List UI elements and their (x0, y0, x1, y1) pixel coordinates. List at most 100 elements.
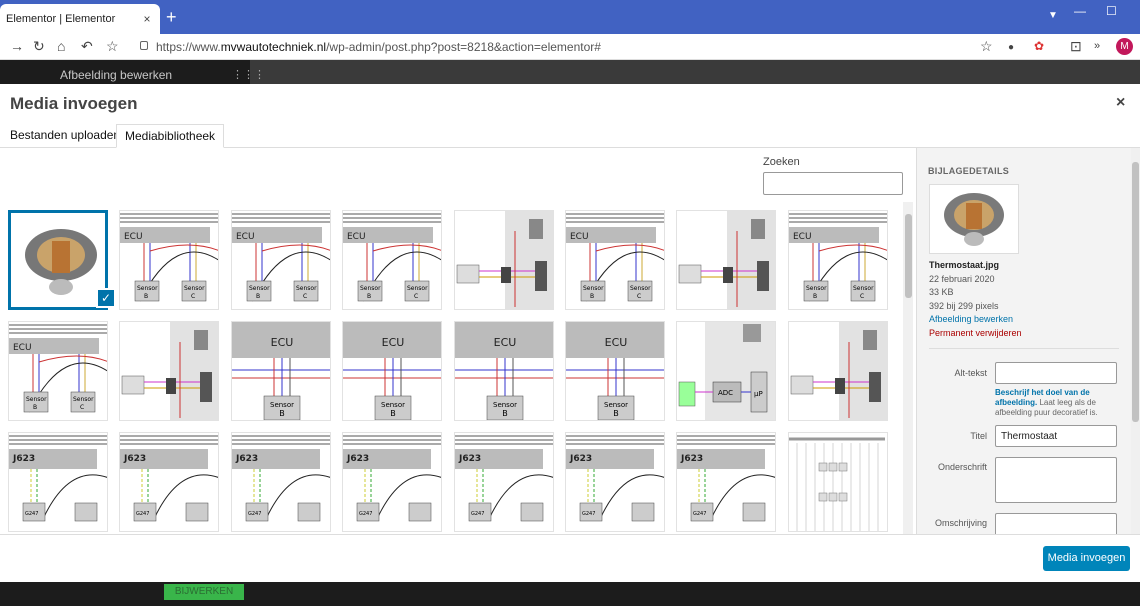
update-button[interactable]: BIJWERKEN (164, 584, 244, 600)
bookmark-page-icon[interactable]: ☆ (980, 38, 993, 54)
caption-label: Onderschrift (937, 462, 987, 472)
svg-text:Sensor: Sensor (26, 396, 47, 403)
bookmark-star-icon[interactable]: ☆ (106, 38, 119, 54)
browser-toolbar: → ↻ ⌂ ↶ ☆ https://www.mvwautotechniek.nl… (0, 34, 1140, 60)
grid-scrollbar-thumb[interactable] (905, 214, 912, 298)
description-field[interactable] (995, 513, 1117, 534)
svg-text:G247: G247 (248, 511, 261, 517)
caption-field[interactable] (995, 457, 1117, 503)
media-thumbnail[interactable] (676, 210, 777, 310)
svg-text:B: B (256, 293, 260, 300)
avatar[interactable]: M (1116, 38, 1133, 55)
svg-text:B: B (613, 409, 619, 418)
details-divider (929, 348, 1119, 349)
alt-text-field[interactable] (995, 362, 1117, 384)
tab-close-icon[interactable]: × (143, 12, 151, 26)
title-label: Titel (970, 431, 987, 441)
close-icon[interactable]: × (1116, 94, 1126, 111)
media-thumbnail[interactable] (119, 321, 220, 421)
svg-text:µP: µP (754, 390, 763, 398)
media-modal: Media invoegen × Bestanden uploaden Medi… (0, 84, 1140, 582)
address-bar[interactable]: https://www.mvwautotechniek.nl/wp-admin/… (156, 40, 601, 54)
delete-permanently-link[interactable]: Permanent verwijderen (929, 328, 1022, 338)
svg-text:J623: J623 (680, 454, 703, 464)
maximize-icon[interactable]: ☐ (1106, 4, 1117, 18)
media-thumbnail[interactable] (8, 210, 108, 310)
tab-media-library[interactable]: Mediabibliotheek (116, 124, 225, 148)
svg-text:B: B (590, 293, 594, 300)
tab-dropdown-icon[interactable]: ▼ (1048, 10, 1058, 21)
svg-text:Sensor: Sensor (296, 285, 317, 292)
minimize-icon[interactable]: — (1074, 4, 1086, 18)
alt-text-help-link[interactable]: Beschrijf het doel van de afbeelding. (995, 388, 1090, 407)
details-scrollbar-thumb[interactable] (1132, 162, 1139, 422)
search-input[interactable] (763, 172, 903, 195)
title-field[interactable] (995, 425, 1117, 447)
color-extension-icon[interactable]: ✿ (1034, 39, 1045, 53)
browser-tab-title: Elementor | Elementor (6, 13, 116, 25)
media-thumbnail[interactable]: ADC µP (676, 321, 777, 421)
new-tab-icon[interactable]: + (166, 7, 177, 27)
undo-icon[interactable]: ↶ (81, 38, 93, 54)
svg-text:ECU: ECU (236, 232, 255, 242)
svg-text:J623: J623 (123, 454, 146, 464)
svg-text:ECU: ECU (605, 336, 628, 349)
checkmark-icon[interactable]: ✓ (96, 288, 116, 308)
svg-text:Sensor: Sensor (73, 396, 94, 403)
thermostat-image (944, 193, 1004, 246)
extension-icon[interactable]: ● (1008, 42, 1015, 53)
svg-text:ECU: ECU (347, 232, 366, 242)
elementor-panel-header: Afbeelding bewerken ⋮⋮⋮ (0, 60, 265, 84)
media-thumbnail[interactable] (453, 210, 554, 310)
chevron-down-icon[interactable]: » (1094, 40, 1101, 52)
details-heading: BIJLAGEDETAILS (928, 166, 1010, 176)
tab-upload-files[interactable]: Bestanden uploaden (10, 128, 121, 142)
svg-text:ADC: ADC (718, 389, 733, 397)
svg-text:C: C (637, 293, 641, 300)
svg-text:B: B (367, 293, 371, 300)
edit-image-link[interactable]: Afbeelding bewerken (929, 314, 1014, 324)
media-thumbnail[interactable] (787, 432, 888, 532)
reload-icon[interactable]: ↻ (33, 38, 45, 54)
svg-text:G247: G247 (471, 511, 484, 517)
svg-text:C: C (191, 293, 195, 300)
grid-scrollbar[interactable] (903, 202, 913, 534)
grid-icon[interactable]: ⋮⋮⋮ (232, 69, 265, 81)
crop-icon[interactable]: ⊡ (1070, 38, 1082, 54)
home-icon[interactable]: ⌂ (57, 38, 66, 54)
svg-text:Sensor: Sensor (604, 401, 628, 409)
insert-media-button[interactable]: Media invoegen (1043, 546, 1130, 571)
svg-text:G247: G247 (136, 511, 149, 517)
lock-icon (140, 41, 148, 50)
svg-text:Sensor: Sensor (137, 285, 158, 292)
url-domain: mvwautotechniek.nl (220, 40, 327, 54)
forward-icon[interactable]: → (10, 38, 24, 54)
alt-text-help: Beschrijf het doel van de afbeelding. La… (995, 388, 1117, 418)
svg-text:ECU: ECU (13, 343, 32, 353)
svg-text:G247: G247 (25, 511, 38, 517)
svg-text:Sensor: Sensor (360, 285, 381, 292)
browser-tab[interactable]: Elementor | Elementor × (0, 4, 160, 34)
svg-text:Sensor: Sensor (381, 401, 405, 409)
svg-text:Sensor: Sensor (493, 401, 517, 409)
media-thumbnail[interactable] (787, 321, 888, 421)
svg-text:ECU: ECU (793, 232, 812, 242)
